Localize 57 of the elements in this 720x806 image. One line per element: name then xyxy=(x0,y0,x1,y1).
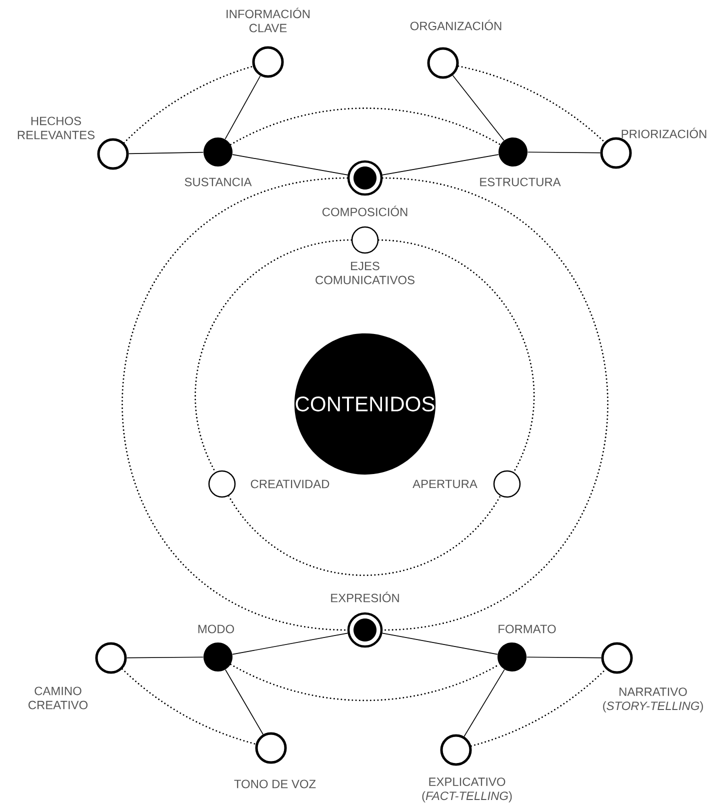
node-label: TONO DE VOZ xyxy=(234,780,316,788)
connector-line xyxy=(128,152,204,154)
filled-node xyxy=(498,642,526,672)
dotted-arc xyxy=(230,107,502,146)
open-node xyxy=(600,137,632,169)
connector-line xyxy=(526,656,602,658)
node-label: EXPLICATIVO (FACT-TELLING) xyxy=(422,778,512,802)
connector-line xyxy=(452,74,504,141)
node-label: PRIORIZACIÓN xyxy=(622,128,706,138)
node-label: SUSTANCIA xyxy=(184,178,252,186)
open-node xyxy=(440,734,472,766)
connector-line xyxy=(232,154,348,176)
dotted-arc xyxy=(230,664,500,702)
open-node xyxy=(427,47,459,79)
dotted-arc xyxy=(194,239,352,473)
open-node xyxy=(351,226,379,254)
dotted-arc xyxy=(470,668,607,747)
connector-line xyxy=(527,152,601,154)
node-label: CREATIVIDAD xyxy=(250,480,330,488)
ring-node xyxy=(347,612,383,648)
connector-line xyxy=(225,669,264,735)
node-label: EXPRESIÓN xyxy=(331,592,399,602)
open-node xyxy=(97,138,129,170)
open-node xyxy=(252,46,284,78)
connector-line xyxy=(382,154,499,176)
node-label: INFORMACIÓN CLAVE xyxy=(226,8,310,32)
filled-node xyxy=(498,138,528,166)
node-label: HECHOS RELEVANTES xyxy=(18,116,95,140)
node-label: ESTRUCTURA xyxy=(480,178,561,186)
node-label: FORMATO xyxy=(498,624,556,634)
filled-node xyxy=(204,642,232,672)
dotted-arc xyxy=(378,239,535,473)
dotted-arc xyxy=(228,495,502,576)
node-label: APERTURA xyxy=(412,480,478,488)
node-label: MODO xyxy=(198,624,234,634)
dotted-arc xyxy=(382,177,609,631)
connector-line xyxy=(382,632,498,655)
node-label: ORGANIZACIÓN xyxy=(410,20,502,30)
open-node xyxy=(255,732,287,764)
dotted-arc xyxy=(121,177,348,631)
node-label: COMPOSICIÓN xyxy=(322,206,408,216)
connector-line xyxy=(232,632,348,655)
node-label: CAMINO CREATIVO xyxy=(28,686,88,710)
open-node xyxy=(493,470,521,498)
open-node xyxy=(95,642,127,674)
open-node xyxy=(601,642,633,674)
node-label: EJES COMUNICATIVOS xyxy=(316,262,414,284)
filled-node xyxy=(204,138,232,166)
dotted-arc xyxy=(458,65,606,143)
connector-line xyxy=(126,656,204,658)
node-label: NARRATIVO (STORY-TELLING) xyxy=(603,688,703,712)
open-node xyxy=(208,470,236,498)
dotted-arc xyxy=(123,66,254,144)
dotted-arc xyxy=(122,668,257,745)
connector-line xyxy=(464,669,505,737)
connector-line xyxy=(224,75,261,140)
ring-node xyxy=(347,160,383,196)
